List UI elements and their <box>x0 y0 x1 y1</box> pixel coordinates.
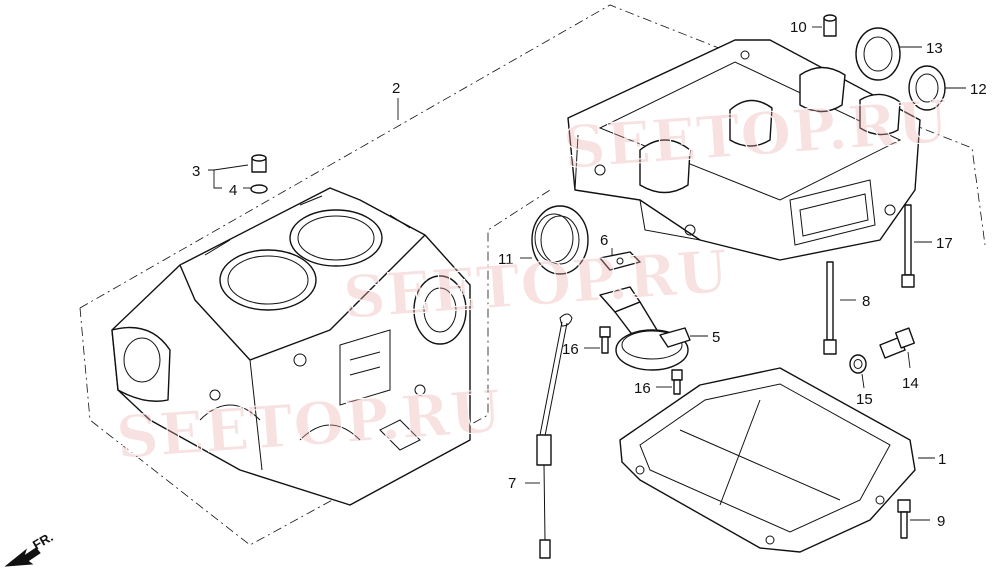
callout-10: 10 <box>790 19 807 36</box>
oil-seal-large <box>531 205 589 275</box>
callout-11: 11 <box>498 251 514 268</box>
cylinder-block <box>111 187 471 506</box>
oil-seal-13 <box>855 27 901 81</box>
callout-13: 13 <box>926 40 943 57</box>
callout-2: 2 <box>392 80 400 97</box>
callout-6: 6 <box>600 232 608 249</box>
front-direction-indicator: FR. <box>4 529 56 567</box>
strainer-gasket <box>599 251 641 271</box>
bolt-16-a <box>599 326 611 354</box>
drain-bolt-14 <box>879 327 916 359</box>
oil-pan <box>619 367 916 553</box>
callout-9: 9 <box>937 513 945 530</box>
leader-14 <box>907 351 911 369</box>
bolt-9 <box>897 499 911 539</box>
callout-1: 1 <box>938 451 946 468</box>
bolt-16-b <box>671 369 683 395</box>
drain-washer-15 <box>849 354 867 374</box>
callout-12: 12 <box>970 81 987 98</box>
callout-16-a: 16 <box>562 341 579 358</box>
leader-3 <box>208 164 249 189</box>
upper-crankcase <box>567 39 921 261</box>
leader-15 <box>861 373 865 389</box>
front-arrow-icon <box>4 547 41 567</box>
callout-15: 15 <box>856 391 873 408</box>
oil-dipstick <box>536 313 573 559</box>
callout-14: 14 <box>902 375 919 392</box>
callout-3: 3 <box>192 163 200 180</box>
callout-16-b: 16 <box>634 380 651 397</box>
callout-7: 7 <box>508 475 516 492</box>
sealing-plug <box>251 154 267 173</box>
bolt-8 <box>823 261 837 355</box>
bolt-17 <box>901 204 915 288</box>
callout-8: 8 <box>862 293 870 310</box>
callout-5: 5 <box>712 329 720 346</box>
callout-4: 4 <box>229 182 237 199</box>
dowel-pin <box>823 14 837 37</box>
sealing-washer <box>250 184 268 194</box>
oil-strainer <box>599 286 691 371</box>
callout-17: 17 <box>936 235 953 252</box>
